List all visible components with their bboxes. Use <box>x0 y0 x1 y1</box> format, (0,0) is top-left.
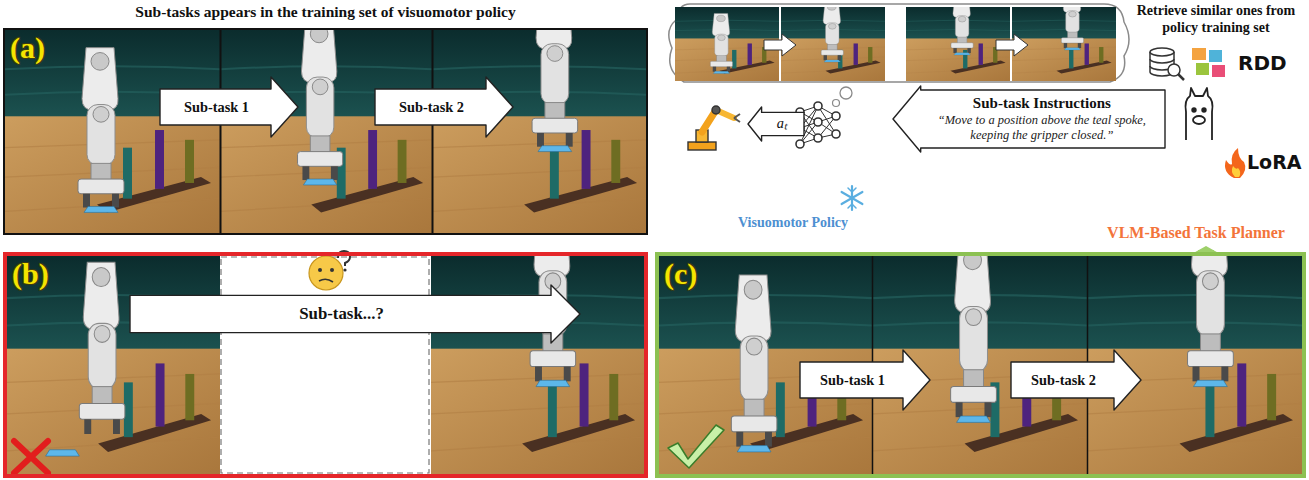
figure-title: Sub-tasks appears in the training set of… <box>3 3 648 21</box>
arrow-text-area: aₜ <box>764 112 800 135</box>
arrow-text-area: Sub-task Instructions“Move to a position… <box>923 90 1161 148</box>
arrow-text-group: aₜ <box>764 116 800 132</box>
rdd-label: RDD <box>1238 51 1304 75</box>
panel-frame: (b) Sub-task...? <box>3 252 648 478</box>
arrow-text-area: Sub-task 2 <box>1015 362 1112 398</box>
planner-label: VLM-Based Task Planner <box>1086 224 1306 242</box>
arrow-text-group: Sub-task 1 <box>164 99 269 116</box>
arrow-label: Sub-task 1 <box>804 372 901 388</box>
subtask-arrow: Sub-task...? <box>130 285 580 343</box>
panel-frame: (a) Sub-task 1 Sub-task 2 <box>3 28 648 235</box>
subtask-arrow: Sub-task 1 <box>160 77 298 137</box>
panel-frame: (c) Sub-task 1 Sub-task 2 <box>655 252 1306 478</box>
arrow-text-group: Sub-task 2 <box>1015 372 1112 388</box>
action-arrow: aₜ <box>748 107 804 141</box>
arrow-label: aₜ <box>764 116 800 132</box>
arrow-text-area: Sub-task...? <box>134 295 549 332</box>
arrow-label: Sub-task Instructions <box>923 94 1161 112</box>
arrow-label: Sub-task 1 <box>164 99 269 116</box>
arrow-shape <box>748 107 804 141</box>
arrow-label: Sub-task 2 <box>1015 372 1112 388</box>
policy-label: Visuomotor Policy <box>738 215 888 231</box>
confused-emoji <box>309 251 350 290</box>
arrow-text-area: Sub-task 2 <box>379 89 484 125</box>
arrow-text-group: Sub-task Instructions“Move to a position… <box>923 94 1161 143</box>
arrow-text-group: Sub-task...? <box>134 304 549 323</box>
instruction-arrow: Sub-task Instructions“Move to a position… <box>893 86 1165 152</box>
arrow-text-area: Sub-task 1 <box>164 89 269 125</box>
arrow-label: Sub-task...? <box>134 304 549 323</box>
panel-letter: (a) <box>10 33 45 63</box>
lora-label: LoRA <box>1247 151 1307 173</box>
subtask-arrow: Sub-task 2 <box>375 77 513 137</box>
panel-letter: (b) <box>12 259 49 289</box>
instruction-text: “Move to a position above the teal spoke… <box>923 113 1161 143</box>
arrow-text-group: Sub-task 2 <box>379 99 484 116</box>
subtask-arrow: Sub-task 2 <box>1011 350 1141 410</box>
arrow-label: Sub-task 2 <box>379 99 484 116</box>
arrow-text-area: Sub-task 1 <box>804 362 901 398</box>
arrow-text-group: Sub-task 1 <box>804 372 901 388</box>
subtask-arrow: Sub-task 1 <box>800 350 930 410</box>
retrieve-note: Retrieve similar ones from policy traini… <box>1126 3 1306 37</box>
panel-letter: (c) <box>664 259 697 289</box>
